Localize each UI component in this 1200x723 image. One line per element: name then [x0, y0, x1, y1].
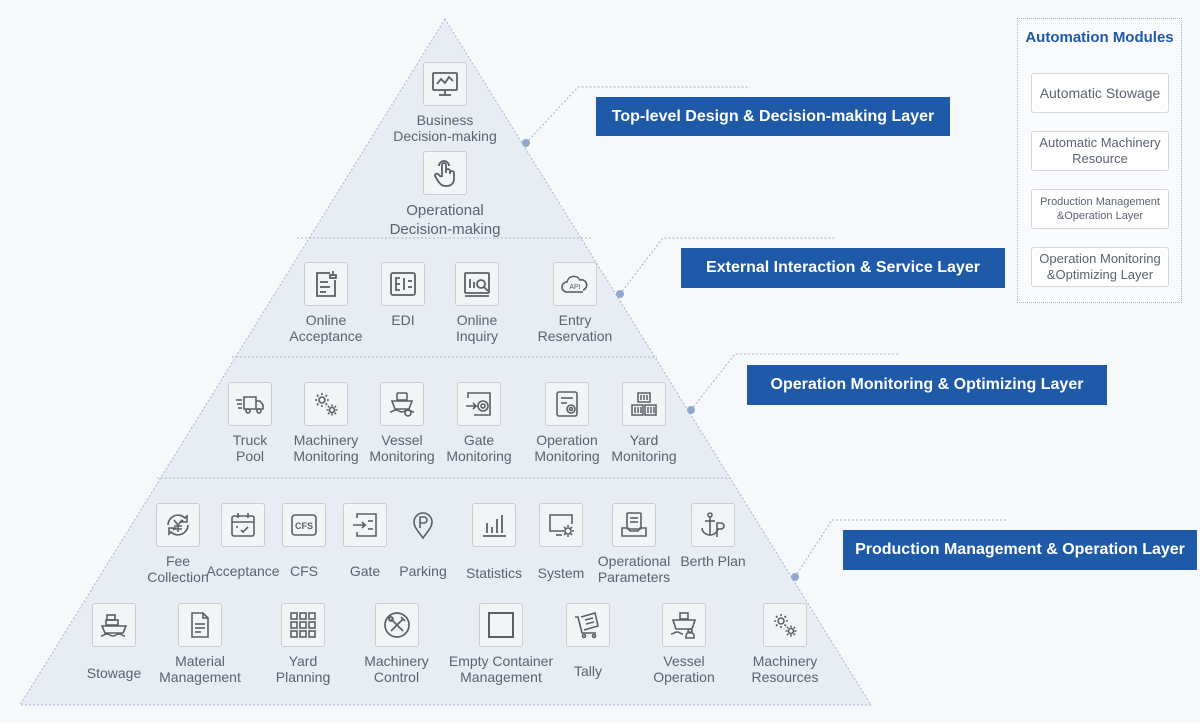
module-cfs[interactable]: CFS CFS	[264, 503, 344, 579]
module-empty-container-management[interactable]: Empty Container Management	[441, 603, 561, 685]
gate-camera-icon	[457, 382, 501, 426]
module-label: Machinery Monitoring	[293, 432, 359, 464]
automation-item-automatic-machinery[interactable]: Automatic Machinery Resource	[1031, 131, 1169, 171]
module-truck-pool[interactable]: Truck Pool	[205, 382, 295, 464]
tools-icon	[374, 603, 419, 647]
module-material-management[interactable]: Material Management	[150, 603, 250, 685]
yuan-cycle-icon	[156, 503, 200, 547]
inquiry-chart-icon	[455, 262, 499, 306]
module-label: Stowage	[86, 665, 142, 681]
edi-icon	[381, 262, 425, 306]
module-label: Yard Planning	[275, 653, 331, 685]
bar-chart-icon	[472, 503, 516, 547]
monitor-chart-icon	[423, 62, 467, 106]
system-gear-icon	[539, 503, 583, 547]
module-operational-parameters[interactable]: Operational Parameters	[585, 503, 683, 585]
module-label: Empty Container Management	[448, 653, 554, 685]
tally-cart-icon	[566, 603, 610, 647]
svg-text:API: API	[569, 284, 580, 291]
automation-modules-panel: Automation Modules Automatic Stowage Aut…	[1017, 18, 1182, 303]
module-operational-decision[interactable]: Operational Decision-making	[370, 151, 520, 239]
layer-label-top: Top-level Design & Decision-making Layer	[596, 97, 950, 136]
layer-label-production: Production Management & Operation Layer	[843, 530, 1197, 570]
module-tally[interactable]: Tally	[548, 603, 628, 679]
vessel-person-icon	[662, 603, 706, 647]
module-gate[interactable]: Gate	[325, 503, 405, 579]
module-yard-monitoring[interactable]: Yard Monitoring	[599, 382, 689, 464]
module-label: Gate Monitoring	[446, 432, 512, 464]
gate-arrow-icon	[343, 503, 387, 547]
automation-item-automatic-stowage[interactable]: Automatic Stowage	[1031, 73, 1169, 113]
module-label: Acceptance	[206, 563, 280, 579]
module-label: Yard Monitoring	[611, 432, 677, 464]
module-stowage[interactable]: Stowage	[74, 603, 154, 681]
automation-item-production-management[interactable]: Production Management &Operation Layer	[1031, 189, 1169, 229]
module-label: System	[537, 565, 585, 581]
module-label: CFS	[290, 563, 318, 579]
module-label: Operational Parameters	[597, 553, 671, 585]
module-label: Fee Collection	[147, 553, 209, 585]
module-vessel-operation[interactable]: Vessel Operation	[639, 603, 729, 685]
container-stack-icon	[622, 382, 666, 426]
module-label: Tally	[573, 663, 602, 679]
module-edi[interactable]: EDI	[353, 262, 453, 328]
module-label: Vessel Operation	[653, 653, 715, 685]
truck-icon	[228, 382, 272, 426]
module-label: Berth Plan	[680, 553, 746, 569]
module-entry-reservation[interactable]: API Entry Reservation	[515, 262, 635, 344]
module-label: Business Decision-making	[393, 112, 497, 144]
parking-pin-icon	[401, 503, 445, 547]
module-machinery-control[interactable]: Machinery Control	[349, 603, 444, 685]
module-label: EDI	[391, 312, 415, 328]
api-cloud-icon: API	[553, 262, 597, 306]
layer-label-external: External Interaction & Service Layer	[681, 248, 1005, 288]
module-label: Material Management	[159, 653, 241, 685]
module-vessel-monitoring[interactable]: Vessel Monitoring	[357, 382, 447, 464]
square-icon	[479, 603, 523, 647]
layer-label-monitoring: Operation Monitoring & Optimizing Layer	[747, 365, 1107, 405]
module-label: Vessel Monitoring	[369, 432, 435, 464]
module-label: Online Acceptance	[289, 312, 363, 344]
tray-document-icon	[612, 503, 656, 547]
module-label: Gate	[349, 563, 381, 579]
automation-title: Automation Modules	[1025, 29, 1174, 46]
module-label: Operation Monitoring	[534, 432, 600, 464]
module-label: Machinery Control	[364, 653, 429, 685]
module-fee-collection[interactable]: Fee Collection	[128, 503, 228, 585]
module-machinery-resources[interactable]: Machinery Resources	[735, 603, 835, 685]
calendar-check-icon	[221, 503, 265, 547]
module-online-inquiry[interactable]: Online Inquiry	[427, 262, 527, 344]
module-online-acceptance[interactable]: Online Acceptance	[276, 262, 376, 344]
module-system[interactable]: System	[521, 503, 601, 581]
module-label: Online Inquiry	[455, 312, 499, 344]
automation-item-operation-monitoring[interactable]: Operation Monitoring &Optimizing Layer	[1031, 247, 1169, 287]
module-gate-monitoring[interactable]: Gate Monitoring	[434, 382, 524, 464]
module-business-decision[interactable]: Business Decision-making	[375, 62, 515, 144]
gears-icon	[304, 382, 348, 426]
module-label: Entry Reservation	[537, 312, 613, 344]
module-parking[interactable]: Parking	[383, 503, 463, 579]
vessel-monitor-icon	[380, 382, 424, 426]
file-icon	[178, 603, 222, 647]
module-label: Machinery Resources	[751, 653, 819, 685]
module-acceptance[interactable]: Acceptance	[198, 503, 288, 579]
module-yard-planning[interactable]: Yard Planning	[258, 603, 348, 685]
module-operation-monitoring[interactable]: Operation Monitoring	[522, 382, 612, 464]
touch-hand-icon	[423, 151, 467, 195]
cfs-icon: CFS	[282, 503, 326, 547]
module-machinery-monitoring[interactable]: Machinery Monitoring	[281, 382, 371, 464]
module-label: Operational Decision-making	[389, 202, 501, 238]
module-berth-plan[interactable]: Berth Plan	[668, 503, 758, 569]
module-label: Parking	[399, 563, 447, 579]
gears-icon	[763, 603, 807, 647]
grid-icon	[281, 603, 325, 647]
module-label: Statistics	[465, 565, 522, 581]
module-statistics[interactable]: Statistics	[449, 503, 539, 581]
anchor-icon	[691, 503, 735, 547]
ship-icon	[92, 603, 136, 647]
document-stamp-icon	[304, 262, 348, 306]
svg-text:CFS: CFS	[295, 521, 313, 531]
document-camera-icon	[545, 382, 589, 426]
module-label: Truck Pool	[232, 432, 268, 464]
